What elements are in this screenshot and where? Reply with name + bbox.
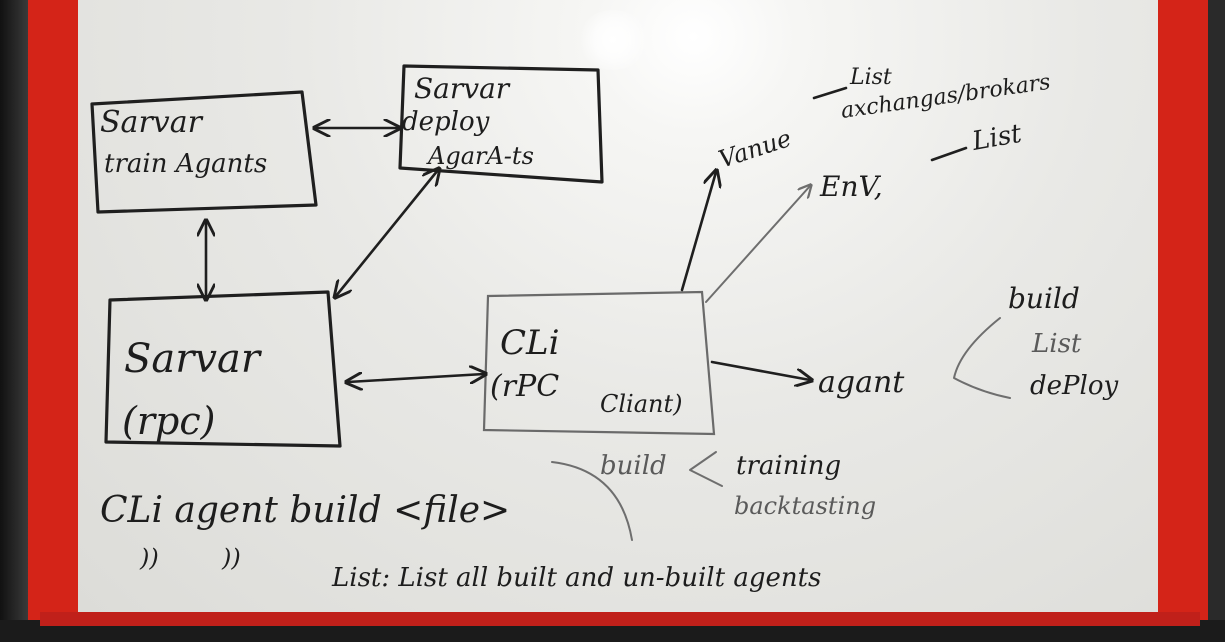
train-box-line1: Sarvar xyxy=(100,105,204,140)
venue-list-label: List xyxy=(849,65,892,90)
cli-build-bracket xyxy=(689,451,723,487)
note-line1: CLi agent build <file> xyxy=(100,490,510,531)
deploy-box-line3: AgarA-ts xyxy=(426,142,534,170)
frame-bottom-edge xyxy=(40,612,1200,626)
wall-shadow xyxy=(0,0,28,642)
env-list-label: List xyxy=(969,119,1024,157)
light-glare xyxy=(578,10,648,70)
note-line2: List: List all built and un-built agents xyxy=(331,563,821,593)
env-dash xyxy=(930,146,968,162)
venue-dash xyxy=(812,86,848,100)
arrow-cli-venue xyxy=(680,172,716,292)
agent-label: agant xyxy=(818,365,905,400)
cli-box-line1: CLi xyxy=(500,323,559,363)
arrow-rpc-deploy xyxy=(336,170,438,296)
server-deploy-agents-box: Sarvar deploy AgarA-ts xyxy=(398,64,604,184)
deploy-box-line1: Sarvar xyxy=(414,72,511,105)
whiteboard-surface xyxy=(78,0,1158,615)
arrow-cli-agent xyxy=(710,360,810,380)
deploy-box-line2: deploy xyxy=(402,107,490,137)
cli-box-line2: (rPC xyxy=(490,369,559,404)
env-label: EnV, xyxy=(819,170,883,203)
agent-op-build: build xyxy=(1008,282,1080,315)
cli-build-backtesting: backtasting xyxy=(734,492,876,520)
venue-label: Vanue xyxy=(715,124,795,174)
stray-curve xyxy=(551,461,633,541)
cli-build-training: training xyxy=(736,451,841,481)
agent-op-list: List xyxy=(1031,329,1082,359)
rpc-box-line2: (rpc) xyxy=(122,399,215,443)
agent-bracket xyxy=(953,317,1011,399)
server-rpc-box: Sarvar (rpc) xyxy=(104,290,342,448)
note-ditto-2: )) xyxy=(221,544,241,572)
cli-box-line3: Cliant) xyxy=(600,390,683,418)
train-box-line2: train Agants xyxy=(104,149,267,179)
cli-build-label: build xyxy=(600,451,667,481)
arrow-rpc-cli xyxy=(348,374,484,382)
arrow-cli-env xyxy=(705,186,810,303)
rpc-box-line1: Sarvar xyxy=(124,336,263,382)
note-ditto-1: )) xyxy=(139,544,159,572)
cli-rpc-client-box: CLi (rPC Cliant) xyxy=(482,290,716,436)
agent-op-deploy: dePloy xyxy=(1030,371,1118,401)
server-train-agents-box: Sarvar train Agants xyxy=(90,90,318,214)
